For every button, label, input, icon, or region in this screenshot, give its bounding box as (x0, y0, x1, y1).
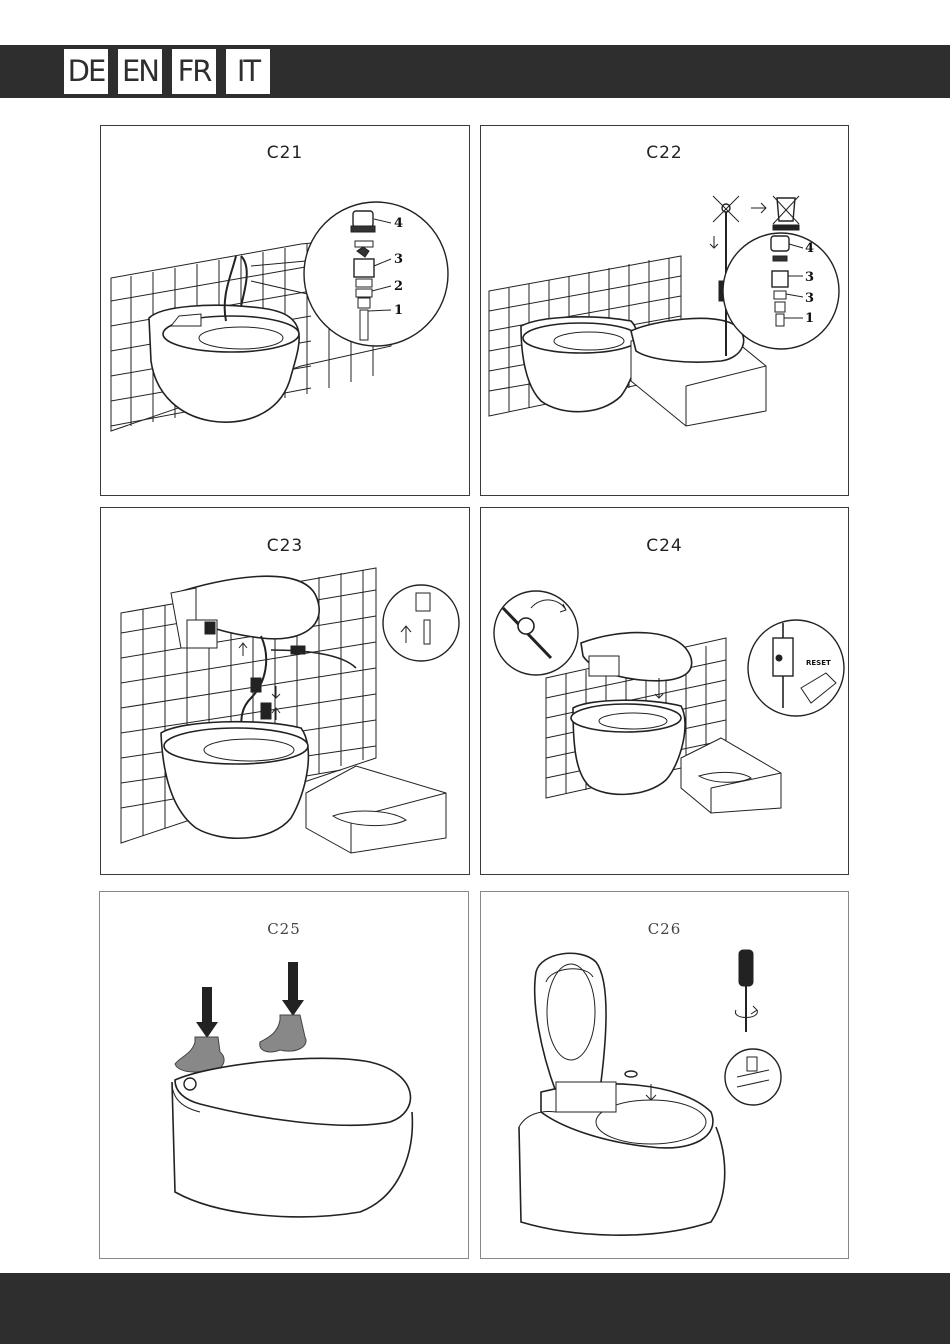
language-tab-it[interactable]: IT (226, 49, 270, 94)
reset-button-label: RESET (806, 659, 831, 667)
seat-fixing-screw-illustration (481, 892, 848, 1258)
part-label-1: 1 (805, 311, 814, 326)
part-label-4: 4 (805, 241, 814, 256)
part-label-3: 3 (394, 252, 403, 267)
panel-c26: C26 (480, 891, 849, 1259)
part-label-4: 4 (394, 216, 403, 231)
language-tab-de[interactable]: DE (64, 49, 108, 94)
seat-water-connection-illustration: 4 3 3 1 (481, 126, 848, 495)
seat-press-down-illustration (100, 892, 468, 1258)
part-label-3: 3 (805, 270, 814, 285)
panel-c25: C25 (99, 891, 469, 1259)
panel-c21: C21 (100, 125, 470, 496)
part-label-2: 2 (394, 279, 403, 294)
seat-mounting-illustration (101, 508, 469, 874)
part-label-1: 1 (394, 303, 403, 318)
panel-c22: C22 (480, 125, 849, 496)
wc-water-connection-illustration: 4 3 2 1 (101, 126, 469, 495)
language-tab-fr[interactable]: FR (172, 49, 216, 94)
power-and-reset-illustration: RESET (481, 508, 848, 874)
panel-c24: C24 (480, 507, 849, 875)
language-tab-en[interactable]: EN (118, 49, 162, 94)
part-label-3b: 3 (805, 291, 814, 306)
footer-bar (0, 1273, 950, 1344)
panel-c23: C23 (100, 507, 470, 875)
